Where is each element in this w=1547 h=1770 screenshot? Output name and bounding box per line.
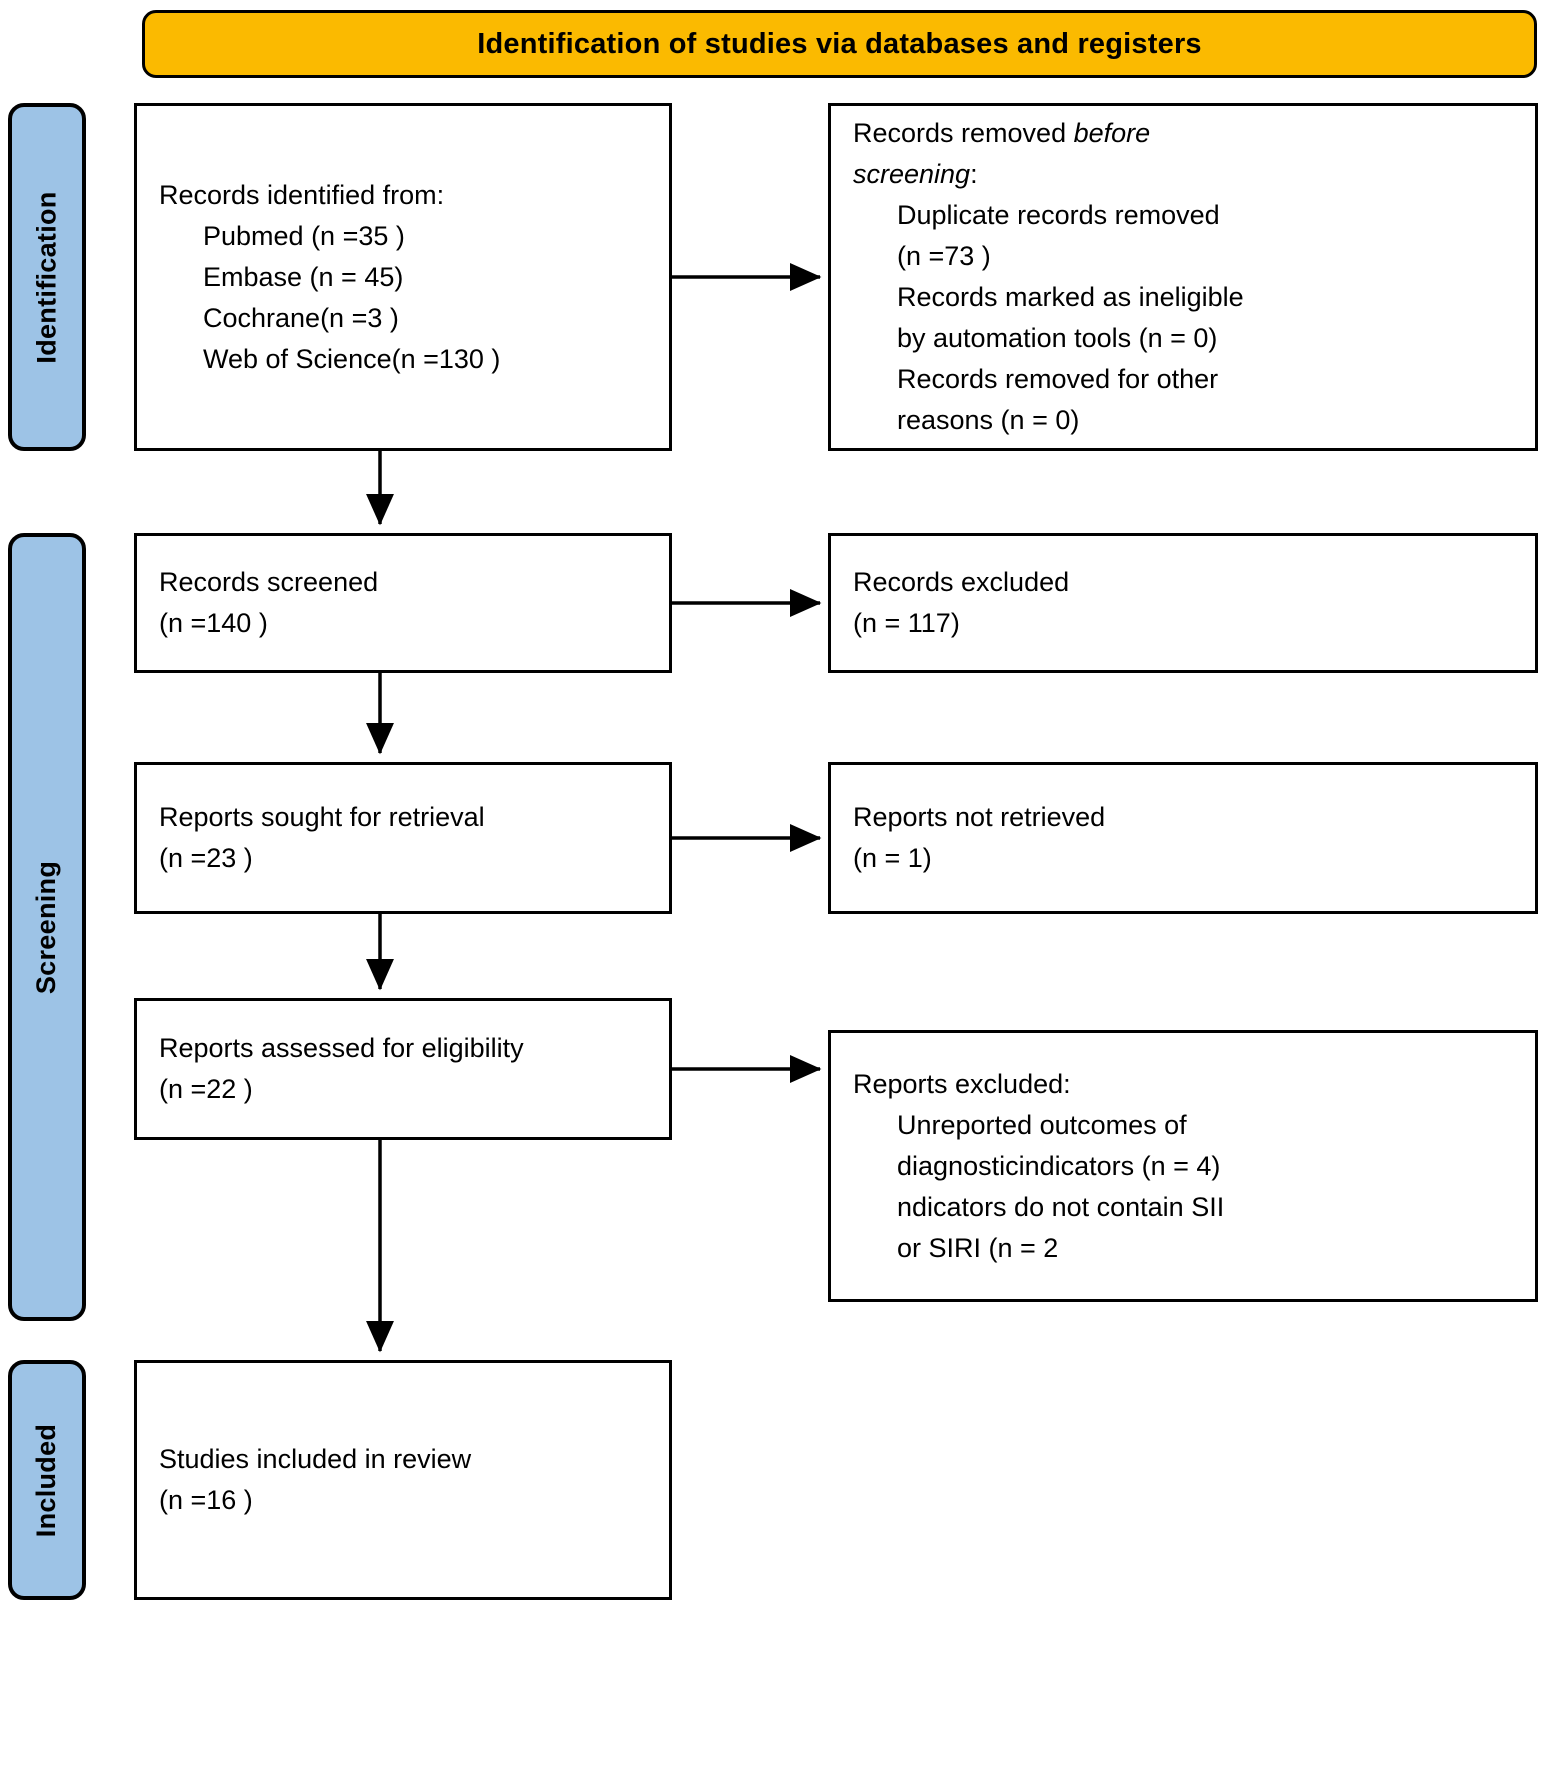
box-records-excluded: Records excluded (n = 117) bbox=[828, 533, 1538, 673]
page-title: Identification of studies via databases … bbox=[477, 27, 1202, 60]
reports-not-retrieved-label: Reports not retrieved bbox=[853, 802, 1106, 832]
reports-assessed-label: Reports assessed for eligibility bbox=[159, 1033, 524, 1063]
stage-label-identification: Identification bbox=[8, 103, 86, 451]
box-records-identified: Records identified from: Pubmed (n =35 )… bbox=[134, 103, 672, 451]
records-excluded-label: Records excluded bbox=[853, 567, 1070, 597]
records-identified-cochrane: Cochrane(n =3 ) bbox=[203, 302, 399, 333]
stage-label-screening: Screening bbox=[8, 533, 86, 1321]
records-removed-heading-text: Records removed bbox=[853, 118, 1074, 148]
records-identified-pubmed: Pubmed (n =35 ) bbox=[203, 220, 405, 251]
box-reports-sought-for-retrieval: Reports sought for retrieval (n =23 ) bbox=[134, 762, 672, 914]
records-removed-ineligible-n: by automation tools (n = 0) bbox=[897, 323, 1218, 353]
records-removed-heading-colon: : bbox=[970, 159, 978, 189]
reports-excluded-reason-2a: ndicators do not contain SII bbox=[897, 1191, 1225, 1222]
records-identified-heading: Records identified from: bbox=[159, 179, 445, 210]
records-removed-duplicates: Duplicate records removed bbox=[897, 200, 1220, 230]
records-screened-count: (n =140 ) bbox=[159, 608, 268, 638]
reports-not-retrieved-count: (n = 1) bbox=[853, 843, 932, 873]
records-removed-other-n: reasons (n = 0) bbox=[897, 405, 1080, 435]
reports-excluded-reason-1b: diagnosticindicators (n = 4) bbox=[897, 1150, 1221, 1181]
records-removed-ineligible: Records marked as ineligible bbox=[897, 282, 1244, 312]
stage-label-included-text: Included bbox=[31, 1423, 62, 1537]
box-reports-excluded: Reports excluded: Unreported outcomes of… bbox=[828, 1030, 1538, 1302]
box-reports-not-retrieved: Reports not retrieved (n = 1) bbox=[828, 762, 1538, 914]
reports-excluded-reason-1a: Unreported outcomes of bbox=[897, 1109, 1187, 1140]
records-removed-heading-emph-2: screening bbox=[853, 159, 971, 189]
records-removed-duplicates-n: (n =73 ) bbox=[897, 241, 991, 271]
stage-label-included: Included bbox=[8, 1360, 86, 1600]
box-records-removed-before-screening: Records removed before screening: Duplic… bbox=[828, 103, 1538, 451]
records-removed-other: Records removed for other bbox=[897, 364, 1219, 394]
diagram-title-banner: Identification of studies via databases … bbox=[142, 10, 1537, 78]
box-reports-assessed-for-eligibility: Reports assessed for eligibility (n =22 … bbox=[134, 998, 672, 1140]
studies-included-count: (n =16 ) bbox=[159, 1485, 253, 1515]
records-identified-embase: Embase (n = 45) bbox=[203, 261, 404, 292]
reports-assessed-count: (n =22 ) bbox=[159, 1074, 253, 1104]
records-screened-label: Records screened bbox=[159, 567, 379, 597]
records-removed-heading-line2: screening: bbox=[853, 154, 1513, 195]
records-removed-heading-emph-1: before bbox=[1073, 118, 1151, 148]
records-identified-wos: Web of Science(n =130 ) bbox=[203, 343, 501, 374]
reports-excluded-heading: Reports excluded: bbox=[853, 1068, 1071, 1099]
stage-label-identification-text: Identification bbox=[31, 190, 62, 364]
box-records-screened: Records screened (n =140 ) bbox=[134, 533, 672, 673]
reports-sought-label: Reports sought for retrieval bbox=[159, 802, 485, 832]
records-excluded-count: (n = 117) bbox=[853, 608, 960, 638]
reports-excluded-reason-2b: or SIRI (n = 2 bbox=[897, 1232, 1059, 1263]
records-removed-heading-line1: Records removed before bbox=[853, 113, 1513, 154]
reports-sought-count: (n =23 ) bbox=[159, 843, 253, 873]
studies-included-label: Studies included in review bbox=[159, 1444, 472, 1474]
box-studies-included-in-review: Studies included in review (n =16 ) bbox=[134, 1360, 672, 1600]
stage-label-screening-text: Screening bbox=[31, 860, 62, 994]
